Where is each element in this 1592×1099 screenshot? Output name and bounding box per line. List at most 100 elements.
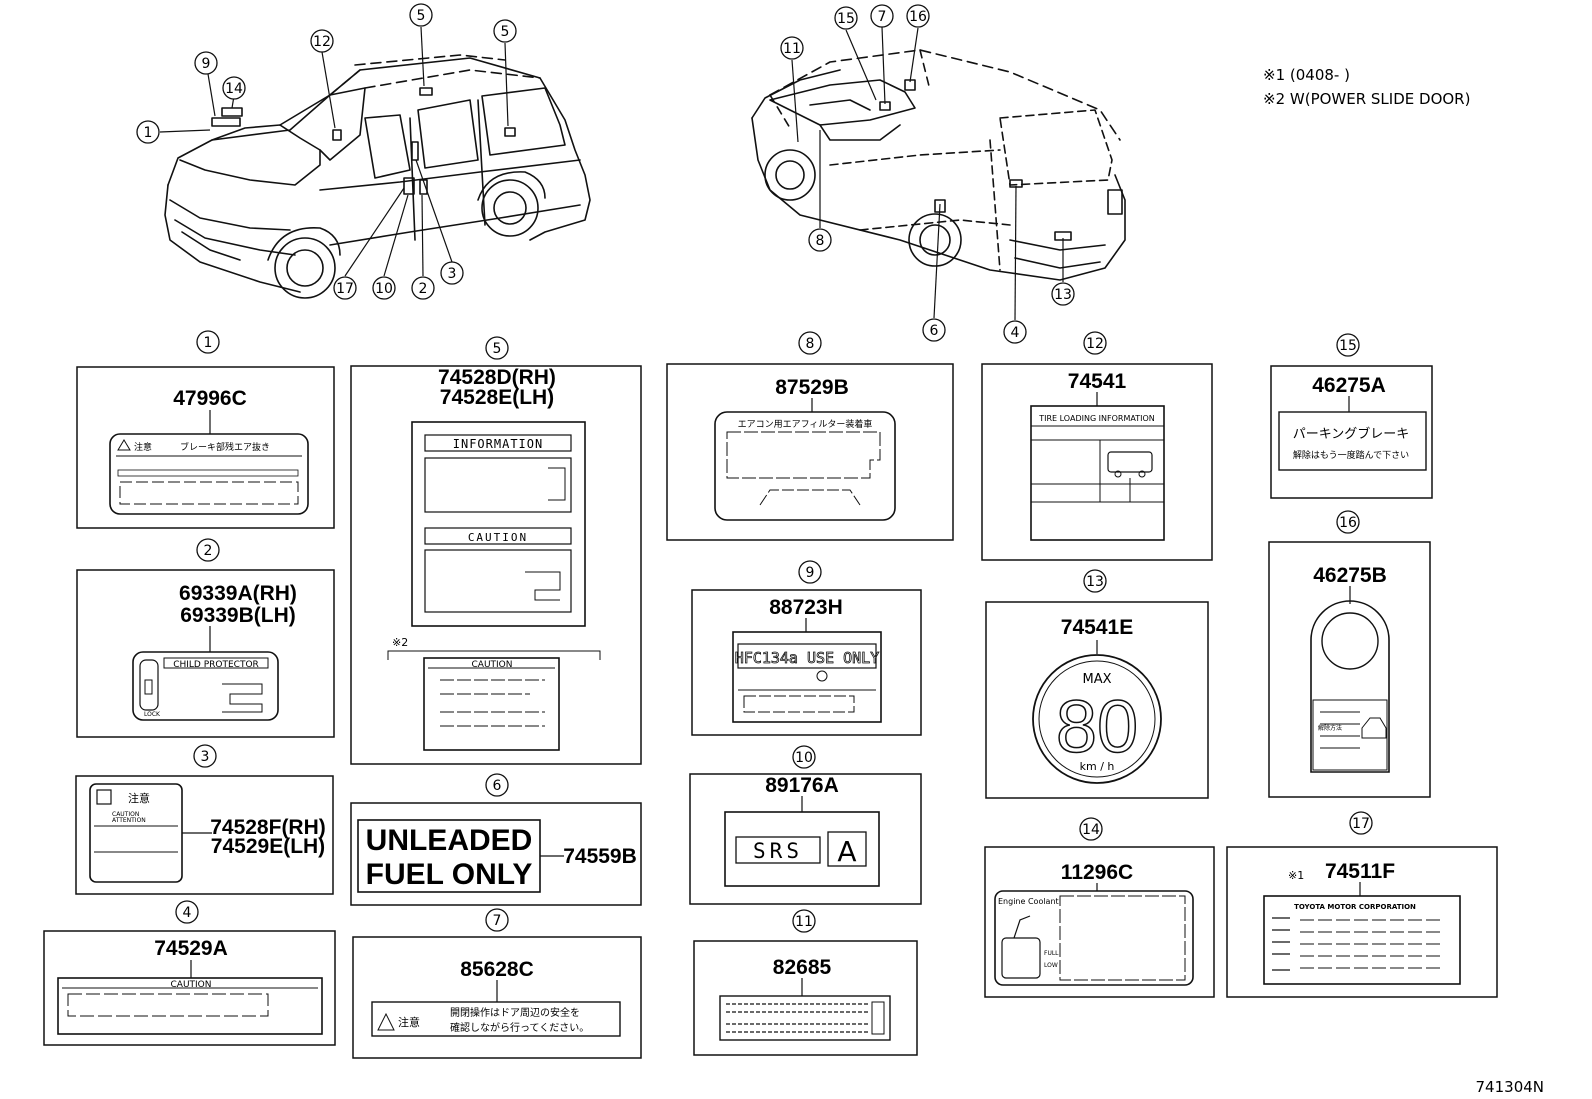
svg-text:2: 2 [419, 281, 428, 297]
svg-text:13: 13 [1054, 287, 1072, 303]
callout-15: 15 [834, 6, 858, 30]
callout-1: 1 [136, 120, 160, 144]
panel-10-label-text2: A [837, 835, 856, 868]
panel-7-part-number: 85628C [460, 958, 534, 981]
panel-2-label-text2: LOCK [144, 711, 161, 718]
svg-text:5: 5 [501, 24, 510, 40]
svg-text:17: 17 [336, 281, 354, 297]
panel-1-part-number: 47996C [173, 387, 247, 410]
callout-6: 6 [922, 318, 946, 342]
panel-8-label-text1: エアコン用エアフィルター装着車 [738, 418, 873, 430]
panel-15-part-number: 46275A [1312, 374, 1386, 397]
rear-van-illustration [751, 49, 1126, 281]
panel-5-info-header: INFORMATION [453, 437, 543, 451]
panel-5-caution2: CAUTION [472, 660, 513, 670]
panel-2-part-lh: 69339B(LH) [180, 604, 296, 627]
panel-7-label-text2: 開閉操作はドア周辺の安全を [450, 1006, 580, 1019]
panel-1-index: 1 [204, 335, 213, 351]
svg-text:4: 4 [1011, 325, 1020, 341]
panel-6 [350, 773, 642, 906]
panel-2 [76, 538, 335, 738]
panel-7-label-text3: 確認しながら行ってください。 [450, 1021, 589, 1034]
panel-12 [981, 331, 1213, 561]
svg-text:16: 16 [909, 9, 927, 25]
panel-7 [352, 908, 642, 1059]
panel-16-part-number: 46275B [1313, 564, 1387, 587]
panel-2-part-rh: 69339A(RH) [179, 582, 297, 605]
panel-17-label-text1: TOYOTA MOTOR CORPORATION [1294, 903, 1416, 911]
panel-17 [1226, 811, 1498, 998]
panel-1-label-text2: ブレーキ部残エア抜き [180, 441, 270, 453]
panel-3-index: 3 [201, 749, 210, 765]
callout-10: 10 [372, 276, 396, 300]
panel-13-max: MAX [1082, 672, 1111, 687]
panel-9-label-text1: HFC134a USE ONLY [735, 649, 880, 667]
panel-6-line1: UNLEADED [366, 824, 533, 857]
callout-4: 4 [1003, 320, 1027, 344]
panel-11 [693, 909, 918, 1056]
panel-1 [76, 330, 335, 529]
panel-7-index: 7 [493, 913, 502, 929]
panel-12-part-number: 74541 [1068, 370, 1127, 393]
panel-3-part-rh: 74528F(RH) [210, 816, 326, 839]
panel-15-label-text2: 解除はもう一度踏んで下さい [1293, 449, 1409, 461]
svg-text:7: 7 [878, 9, 887, 25]
callout-7: 7 [870, 4, 894, 28]
panel-17-part-number: 74511F [1325, 860, 1395, 883]
panel-5 [350, 336, 642, 765]
panel-3-label-text1: 注意 [128, 791, 150, 805]
panel-14-index: 14 [1082, 822, 1100, 838]
callout-9: 9 [194, 51, 218, 75]
panel-4-label-text1: CAUTION [171, 980, 212, 990]
svg-text:11: 11 [783, 41, 801, 57]
panel-14-label-text3: LOW [1044, 962, 1058, 969]
panel-13-index: 13 [1086, 574, 1104, 590]
panel-16 [1268, 510, 1431, 798]
panel-9-part-number: 88723H [769, 596, 843, 619]
callout-17: 17 [333, 276, 357, 300]
front-leader-lines [159, 26, 509, 277]
panel-1-label-text1: 注意 [134, 441, 152, 453]
callout-5b: 5 [493, 19, 517, 43]
panel-14-part-number: 11296C [1061, 861, 1133, 884]
panel-14 [984, 817, 1215, 998]
svg-text:6: 6 [930, 323, 939, 339]
panel-15 [1270, 333, 1433, 499]
panel-9-index: 9 [806, 565, 815, 581]
panel-5-part-rh: 74528D(RH) [438, 366, 556, 389]
svg-text:8: 8 [816, 233, 825, 249]
callout-16: 16 [906, 4, 930, 28]
panel-3-label-text2: CAUTION [112, 811, 139, 818]
panel-13-speed: 80 [1056, 685, 1138, 768]
panel-2-label-text1: CHILD PROTECTOR [173, 660, 259, 670]
panel-10-index: 10 [795, 750, 813, 766]
panel-6-line2: FUEL ONLY [366, 858, 533, 891]
note-1: ※1 (0408- ) [1263, 66, 1350, 84]
panel-5-index: 5 [493, 341, 502, 357]
svg-text:9: 9 [202, 56, 211, 72]
svg-text:12: 12 [313, 34, 331, 50]
panel-12-index: 12 [1086, 336, 1104, 352]
panel-10-label-text1: SRS [753, 839, 803, 863]
panel-14-label-text2: FULL [1044, 950, 1059, 957]
panel-5-caution-header: CAUTION [468, 531, 528, 544]
panel-16-index: 16 [1339, 515, 1357, 531]
svg-text:1: 1 [144, 125, 153, 141]
panel-13-unit: km / h [1080, 760, 1115, 773]
callout-2: 2 [411, 276, 435, 300]
warning-triangle-icon [117, 439, 131, 451]
panel-8-part-number: 87529B [775, 376, 849, 399]
panel-5-part-lh: 74528E(LH) [440, 386, 554, 409]
callout-13: 13 [1051, 282, 1075, 306]
panel-10 [689, 745, 922, 905]
panel-3 [75, 744, 334, 895]
panel-6-index: 6 [493, 778, 502, 794]
panel-11-index: 11 [795, 914, 813, 930]
panel-3-label-text3: ATTENTION [112, 817, 146, 824]
panel-5-note: ※2 [392, 636, 408, 649]
panel-11-part-number: 82685 [773, 956, 832, 979]
panel-9 [691, 560, 922, 736]
panel-15-index: 15 [1339, 338, 1357, 354]
svg-text:15: 15 [837, 11, 855, 27]
